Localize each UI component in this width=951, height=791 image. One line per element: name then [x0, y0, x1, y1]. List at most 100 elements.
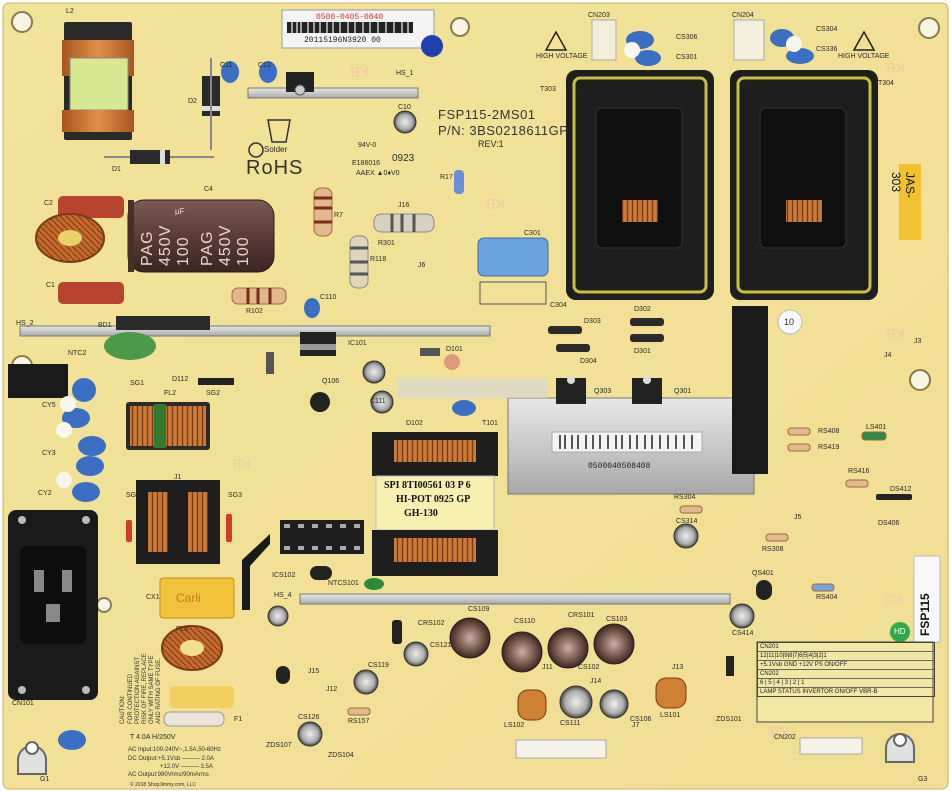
refdes-qs401: QS401 [752, 570, 774, 577]
refdes-j7: J7 [632, 722, 640, 729]
transformer-line-2: HI-POT 0925 GP [396, 494, 471, 505]
refdes-sg6: SG6 [126, 492, 141, 499]
refdes-rs404: RS404 [816, 594, 838, 601]
refdes-f1: F1 [234, 716, 243, 723]
cap-c4-voltage-2: 450V [217, 224, 234, 266]
board-revision: REV:1 [478, 139, 504, 149]
refdes-rs308: RS308 [762, 546, 784, 553]
refdes-hs2: HS_2 [16, 320, 34, 327]
hd-label: HD [894, 627, 906, 636]
refdes-zds104: ZDS104 [328, 752, 354, 759]
refdes-d2: D2 [188, 98, 197, 105]
refdes-c301: C301 [524, 230, 541, 237]
cn202-functions: LAMP STATUS INVERTOR ON/OFF VBR-B [760, 689, 878, 695]
refdes-rs157: RS157 [348, 718, 370, 725]
refdes-hs4: HS_4 [274, 592, 292, 599]
refdes-j13: J13 [672, 664, 684, 671]
kb-mark-3: KB [886, 60, 905, 76]
refdes-ntc2: NTC2 [68, 350, 87, 357]
high-voltage-right: HIGH VOLTAGE [838, 53, 890, 60]
refdes-q301: Q301 [674, 388, 692, 395]
board-part-number: P/N: 3BS0218611GP [438, 123, 569, 138]
sticker-top-code: 0500-0405-0840 [316, 13, 384, 22]
date-code: 0923 [392, 153, 415, 164]
refdes-cs111: CS111 [560, 720, 581, 727]
refdes-d301: D301 [634, 348, 651, 355]
caution-title: CAUTION: [120, 695, 126, 724]
spec-ac-input: AC Input:100-240V~,1.5A,50-60Hz [128, 747, 221, 753]
kb-mark-5: KB [232, 456, 251, 472]
refdes-j16: J16 [398, 202, 410, 209]
refdes-c2: C2 [44, 200, 53, 207]
spec-dc-output-12v: +12.0V ——— 3.5A [160, 764, 213, 770]
ul-mark-3: AAEX ▲0♦V0 [356, 170, 400, 177]
refdes-t304: T304 [878, 80, 894, 87]
sticker-serial: 20115196N3920 00 [304, 36, 381, 45]
refdes-cs109: CS109 [468, 606, 490, 613]
connector-spec-table: CN201 12|11|10|9|8|7|6|5|4|3|2|1 +5.1Vsb… [757, 642, 935, 697]
refdes-ls101: LS101 [660, 712, 681, 719]
cn202-pins: 6 | 5 | 4 | 3 | 2 | 1 [758, 679, 934, 688]
kb-mark-7: KB [884, 592, 903, 608]
refdes-ic101: IC101 [348, 340, 367, 347]
refdes-d101: D101 [446, 346, 463, 353]
cap-c4-capacity-2: 100 [235, 236, 252, 266]
refdes-c1: C1 [46, 282, 55, 289]
refdes-cy3: CY3 [42, 450, 56, 457]
cn202-header: CN202 [758, 670, 934, 679]
caution-line-2: PROTECTION AGAINST [135, 656, 141, 724]
refdes-ds412: DS412 [890, 486, 912, 493]
caution-line-5: AND RATING OF FUSE. [156, 658, 162, 724]
refdes-ls401: LS401 [866, 424, 887, 431]
cap-c4-voltage: 450V [157, 224, 174, 266]
refdes-rs419: RS419 [818, 444, 840, 451]
cn201-functions: +5.1Vsb GND +12V PS ON/OFF [758, 661, 934, 670]
refdes-rs304: RS304 [674, 494, 696, 501]
refdes-c10: C10 [398, 104, 411, 111]
cap-c4-brand-2: PAG [199, 230, 216, 266]
refdes-c11: C11 [220, 62, 233, 69]
refdes-g3: G3 [918, 776, 928, 783]
kb-mark-1: KB [350, 64, 369, 80]
refdes-r301: R301 [378, 240, 395, 247]
refdes-c12: C12 [258, 62, 271, 69]
refdes-c4: C4 [204, 186, 213, 193]
refdes-d112: D112 [172, 376, 189, 383]
refdes-cs121: CS121 [430, 642, 452, 649]
refdes-fl3: FL3 [176, 626, 189, 633]
refdes-t303: T303 [540, 86, 556, 93]
refdes-j3: J3 [914, 338, 922, 345]
refdes-ls102: LS102 [504, 722, 525, 729]
refdes-l2: L2 [66, 8, 74, 15]
refdes-r7: R7 [334, 212, 343, 219]
refdes-q303: Q303 [594, 388, 612, 395]
refdes-cn203: CN203 [588, 12, 610, 19]
refdes-cs110: CS110 [514, 618, 535, 625]
fsp-label: FSP115 [918, 593, 932, 636]
jas-label: JAS-303 [889, 172, 917, 199]
refdes-cs119: CS119 [368, 662, 389, 669]
refdes-cx1: CX1 [146, 594, 160, 601]
refdes-cs306: CS306 [676, 34, 698, 41]
cn201-header: CN201 [758, 643, 934, 652]
copyright: © 2018 ShopJimmy.com, LLC [130, 782, 197, 788]
spec-ac-output: AC Output:980Vrms/90mArms [128, 772, 209, 778]
refdes-c111: C111 [370, 398, 386, 405]
refdes-bd1: BD1 [98, 322, 112, 329]
refdes-cn101: CN101 [12, 700, 34, 707]
rohs-mark: RoHS [246, 157, 304, 179]
refdes-crs102: CRS102 [418, 620, 445, 627]
refdes-d102: D102 [406, 420, 423, 427]
refdes-sg1: SG1 [130, 380, 145, 387]
refdes-j6: J6 [418, 262, 426, 269]
cap-c4-capacity: 100 [175, 236, 192, 266]
cn201-pins: 12|11|10|9|8|7|6|5|4|3|2|1 [758, 652, 934, 661]
transformer-line-1: SPI 8TI00561 03 P 6 [384, 480, 471, 491]
refdes-sg3: SG3 [228, 492, 243, 499]
refdes-ntcs101: NTCS101 [328, 580, 359, 587]
refdes-j12: J12 [326, 686, 338, 693]
refdes-c110: C110 [320, 294, 337, 301]
cap-c4-unit: μF [175, 207, 185, 216]
refdes-j5: J5 [794, 514, 802, 521]
